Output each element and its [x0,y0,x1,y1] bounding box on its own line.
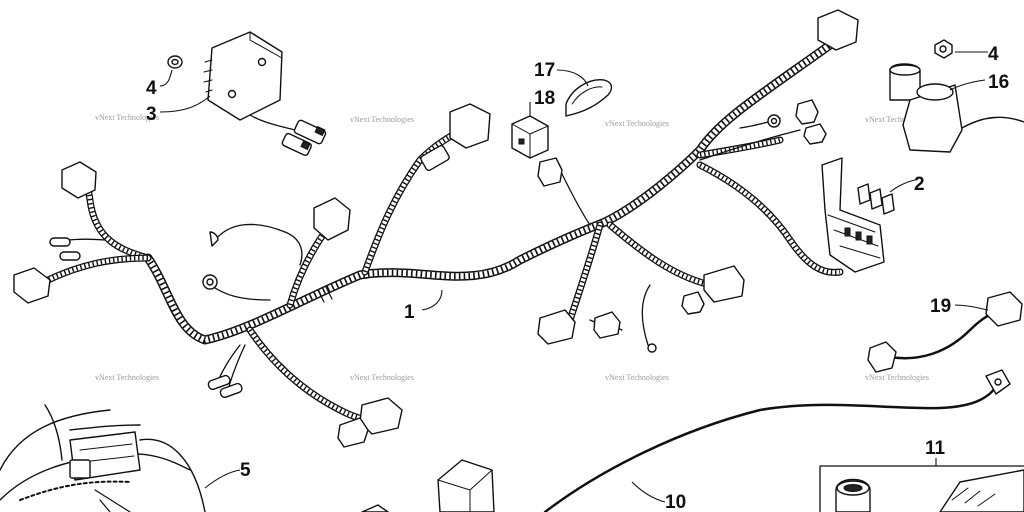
watermark: vNext Technologies [95,373,159,382]
callout-5: 5 [240,460,251,481]
callout-2: 2 [914,174,925,195]
watermark: vNext Technologies [865,373,929,382]
fuses [857,183,895,215]
ignition-coil [889,63,1024,153]
callout-4-left: 4 [146,78,157,99]
nut [167,55,183,69]
callout-19: 19 [930,296,951,317]
watermark: vNext Technologies [350,115,414,124]
callout-4-right: 4 [988,44,999,65]
watermarks: vNext Technologies vNext Technologies vN… [95,113,929,382]
voltage-regulator [203,31,327,156]
leader-lines [159,51,989,503]
callout-numbers: 1 2 3 4 4 5 10 11 16 17 18 19 [146,44,1009,512]
watermark: vNext Technologies [605,119,669,128]
connectors [13,9,859,448]
bottom-center-part [361,459,495,512]
cable-strap [565,79,613,117]
callout-1: 1 [404,302,415,323]
kit-box [819,465,1024,512]
battery-cable [543,369,1011,512]
fuse-block [821,157,885,273]
callout-10: 10 [665,492,686,512]
watermark: vNext Technologies [95,113,159,122]
speed-sensor [867,291,1023,373]
callout-17: 17 [534,60,555,81]
fuel-pump-assembly [0,404,206,512]
callout-3: 3 [146,104,157,125]
callout-18: 18 [534,88,555,109]
watermark: vNext Technologies [605,373,669,382]
watermark: vNext Technologies [350,373,414,382]
callout-11: 11 [925,438,946,459]
watermark: vNext Technologies [865,115,929,124]
relay [511,115,549,159]
callout-16: 16 [988,72,1009,93]
nut [934,39,953,59]
main-wiring-harness [44,40,844,424]
